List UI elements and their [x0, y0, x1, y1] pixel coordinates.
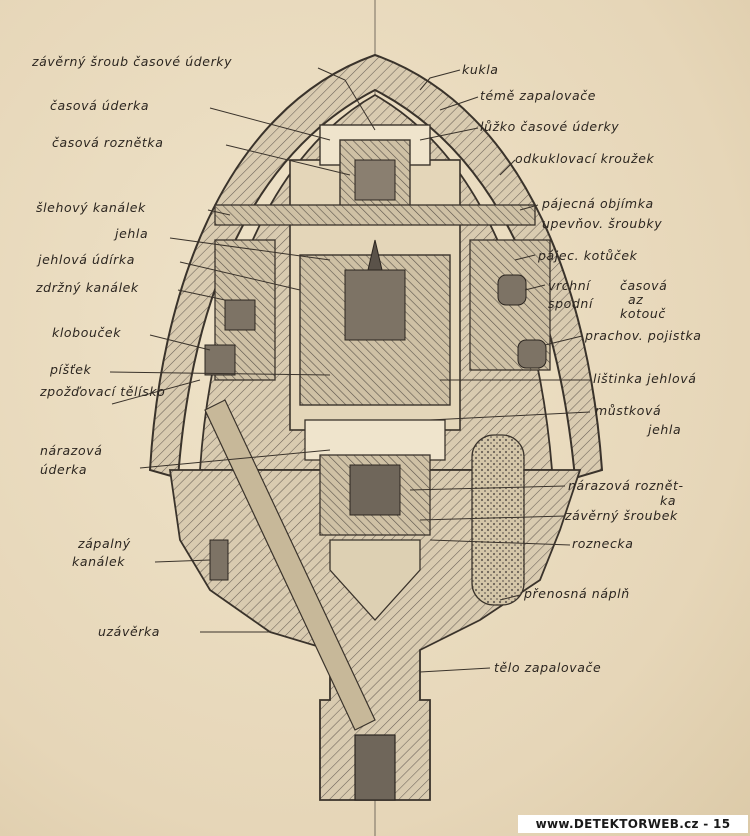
label-zpozdovaci-tritisko: zpožďovací tělísko [39, 384, 165, 399]
label-vrchni: vrchní [548, 278, 591, 293]
lead-pajec-kotucek [514, 254, 536, 261]
lead-zpozdovaci [111, 379, 201, 405]
label-odkuklovaci-krouzek: odkuklovací kroužek [515, 151, 654, 166]
impact-striker-housing [304, 419, 446, 461]
lead-slehovy-kanalek [207, 209, 231, 216]
needle [367, 239, 383, 271]
impact-detonator [349, 464, 401, 516]
diagonal-channel [204, 399, 376, 731]
detonator-cap-left [224, 299, 256, 331]
label-upevnov-sroubky: upevňov. šroubky [542, 216, 662, 231]
label-narazova-uderka-2: úderka [40, 462, 87, 477]
lead-vrchni [524, 284, 546, 291]
label-pajec-kotucek: pájec. kotůček [537, 248, 638, 263]
ring-band [214, 204, 536, 226]
watermark: www.DETEKTORWEB.cz - 15 [518, 815, 748, 833]
label-uzaverka: uzávěrka [98, 624, 160, 639]
powder-safety [517, 339, 547, 369]
lead-pistek [109, 371, 331, 376]
kukla-cap-shell [148, 53, 604, 480]
label-a-z: az [628, 292, 643, 307]
label-roznecka: roznecka [572, 536, 634, 551]
label-listinka-jehlova: lištinka jehlová [593, 371, 697, 386]
label-prachova-pojistka: prachov. pojistka [584, 328, 702, 343]
lead-roznecka [429, 539, 571, 546]
time-detonator [354, 159, 396, 201]
label-slehovy-kanalek: šlehový kanálek [36, 200, 146, 215]
label-casova-uderka: časová úderka [50, 98, 149, 113]
label-jehla: jehla [113, 226, 148, 241]
lead-zaverny-sroubek [419, 515, 566, 521]
label-pistek: píšťek [49, 362, 92, 377]
label-telo-zapalovace: tělo zapalovače [494, 660, 601, 675]
label-zazehovy-kanalek-1: zápalný [77, 536, 131, 551]
label-casova-roznetka: časová roznětka [52, 135, 163, 150]
label-zaverny-sroub-casove-uderky: závěrný šroub časové úderky [31, 54, 232, 69]
lead-telo [419, 667, 491, 673]
lead-zazehovy [154, 559, 211, 563]
label-zdrzny-kanalek: zdržný kanálek [35, 280, 139, 295]
lead-klobouzek [149, 334, 211, 351]
lead-jehlova-udirka [179, 261, 301, 291]
lead-pajecna [519, 204, 539, 211]
lead-jehla [169, 237, 331, 261]
solder-disc [497, 274, 527, 306]
lead-zaverny-sroub [317, 67, 376, 131]
transfer-charge [471, 434, 525, 606]
lead-narazova-roznetka [409, 485, 566, 491]
label-jehlova-udirka: jehlová údírka [36, 252, 135, 267]
label-kukla: kukla [462, 62, 499, 77]
lead-teme [439, 96, 479, 111]
label-narazova-roznetka-2: ka [660, 493, 676, 508]
booster-cone [329, 539, 421, 621]
lead-odkuklovaci [499, 159, 516, 176]
label-mustkova-jehla-2: jehla [646, 422, 681, 437]
label-klobouzek: klobouček [52, 325, 121, 340]
label-narazova-uderka-1: nárazová [40, 443, 102, 458]
label-narazova-roznetka-1: nárazová roznět- [568, 478, 684, 493]
label-mustkova-jehla-1: můstková [595, 403, 661, 418]
needle-block [344, 269, 406, 341]
label-luzko-casove-uderky: lůžko časové úderky [480, 119, 619, 134]
lead-casova-roznetka [225, 144, 351, 176]
lead-kukla [419, 69, 461, 91]
label-zazehovy-kanalek-2: kanálek [72, 554, 125, 569]
label-spodni: spodní [548, 296, 594, 311]
lead-narazova-uderka [139, 449, 331, 469]
label-zaverny-sroubek: závěrný šroubek [564, 508, 678, 523]
lead-prenosna [499, 594, 521, 601]
label-prenosna-napln: přenosná náplň [523, 586, 630, 601]
label-teme-zapalovace: témě zapalovače [480, 88, 596, 103]
lead-mustkova [429, 411, 591, 421]
bottom-detonator [354, 734, 396, 801]
lead-zdrzny-kanalek [177, 289, 226, 301]
lead-casova-uderka [209, 107, 331, 141]
label-kotouc: kotouč [620, 306, 666, 321]
lead-prachova [544, 335, 583, 346]
label-pajecna-objimka: pájecná objímka [541, 196, 654, 211]
label-casova: časová [620, 278, 667, 293]
ignition-channel-plug [209, 539, 229, 581]
lead-luzko [419, 127, 479, 141]
